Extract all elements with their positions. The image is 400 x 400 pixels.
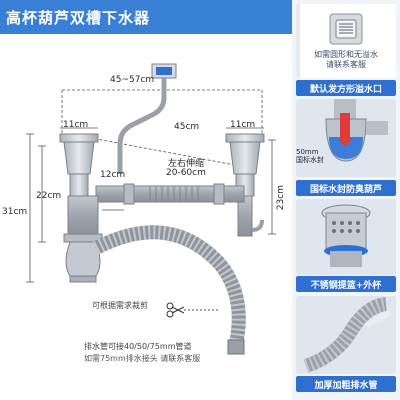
telescopic-range: 20-60cm xyxy=(166,168,206,178)
overflow-port-icon xyxy=(296,4,396,78)
basket-panel xyxy=(296,199,396,275)
seal-name: 国标水封 xyxy=(296,156,324,164)
water-seal-caption: 国标水封防臭葫芦 xyxy=(296,180,396,196)
basket-icon xyxy=(296,199,396,275)
product-diagram xyxy=(26,63,276,355)
telescopic-title: 左右伸缩 xyxy=(168,159,205,169)
drain-contact-note: 如需75mm排水接头 请联系客服 xyxy=(84,354,201,363)
seal-label: 50mm 国标水封 xyxy=(296,148,330,164)
dim-diagonal: 45cm xyxy=(174,122,200,132)
dim-total-height: 31cm xyxy=(2,207,28,217)
water-seal-panel xyxy=(296,99,396,177)
hose-panel xyxy=(296,296,396,374)
scissors-icon xyxy=(166,302,185,318)
water-seal-icon xyxy=(296,99,396,177)
dim-left-height: 22cm xyxy=(36,191,62,201)
dim-top-span: 45~57cm xyxy=(110,75,155,85)
cut-note: 可根据需求裁剪 xyxy=(92,301,148,310)
overflow-port-panel xyxy=(296,4,396,78)
dim-right-height: 23cm xyxy=(276,185,286,211)
dim-right-basket: 11cm xyxy=(230,120,256,130)
dim-branch: 12cm xyxy=(100,170,126,180)
page-title: 高杯葫芦双槽下水器 xyxy=(0,0,292,34)
hose-caption: 加厚加粗排水管 xyxy=(296,376,396,392)
basket-caption: 不锈钢提篮+外杯 xyxy=(296,276,396,292)
drain-size-note: 排水管可接40/50/75mm管道 xyxy=(84,342,192,351)
overflow-caption: 默认发方形溢水口 xyxy=(296,80,396,96)
overflow-note: 如需圆形和无溢水 请联系客服 xyxy=(314,50,378,69)
seal-size: 50mm xyxy=(296,148,319,156)
title-text: 高杯葫芦双槽下水器 xyxy=(6,8,151,27)
hose-icon xyxy=(296,296,396,374)
dim-left-basket: 11cm xyxy=(63,120,89,130)
